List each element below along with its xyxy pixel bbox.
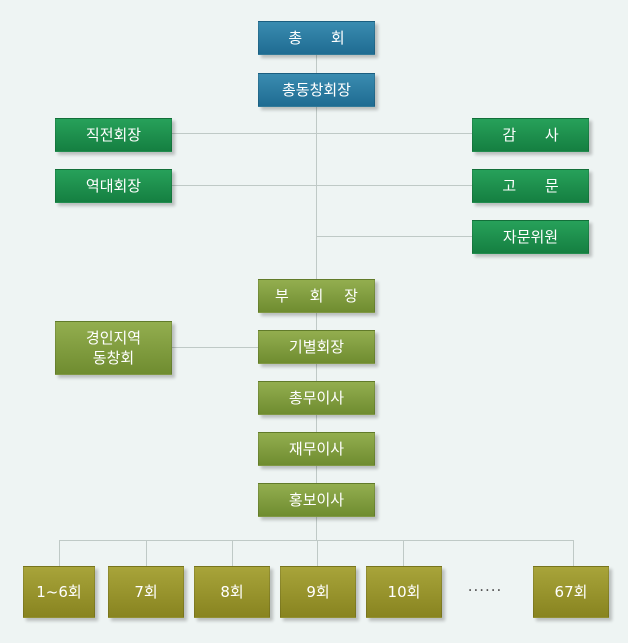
regional-alumni-box[interactable]: 경인지역 동창회 [55, 321, 172, 375]
classes-ellipsis: ...... [467, 577, 503, 595]
advisor-box[interactable]: 고 문 [472, 169, 589, 203]
advisory-committee-box[interactable]: 자문위원 [472, 220, 589, 254]
former-chair-box[interactable]: 직전회장 [55, 118, 172, 152]
class-box-7[interactable]: 7회 [108, 566, 184, 618]
general-affairs-box[interactable]: 총무이사 [258, 381, 375, 415]
class-chairs-box[interactable]: 기별회장 [258, 330, 375, 364]
class-box-8[interactable]: 8회 [194, 566, 270, 618]
class-box-67[interactable]: 67회 [533, 566, 609, 618]
class-box-1-6[interactable]: 1~6회 [23, 566, 95, 618]
auditor-box[interactable]: 감 사 [472, 118, 589, 152]
pr-box[interactable]: 홍보이사 [258, 483, 375, 517]
president-box[interactable]: 총 회 [258, 21, 375, 55]
past-chairs-box[interactable]: 역대회장 [55, 169, 172, 203]
class-box-9[interactable]: 9회 [280, 566, 356, 618]
alumni-president-box[interactable]: 총동창회장 [258, 73, 375, 107]
class-box-10[interactable]: 10회 [366, 566, 442, 618]
vice-president-box[interactable]: 부 회 장 [258, 279, 375, 313]
finance-box[interactable]: 재무이사 [258, 432, 375, 466]
